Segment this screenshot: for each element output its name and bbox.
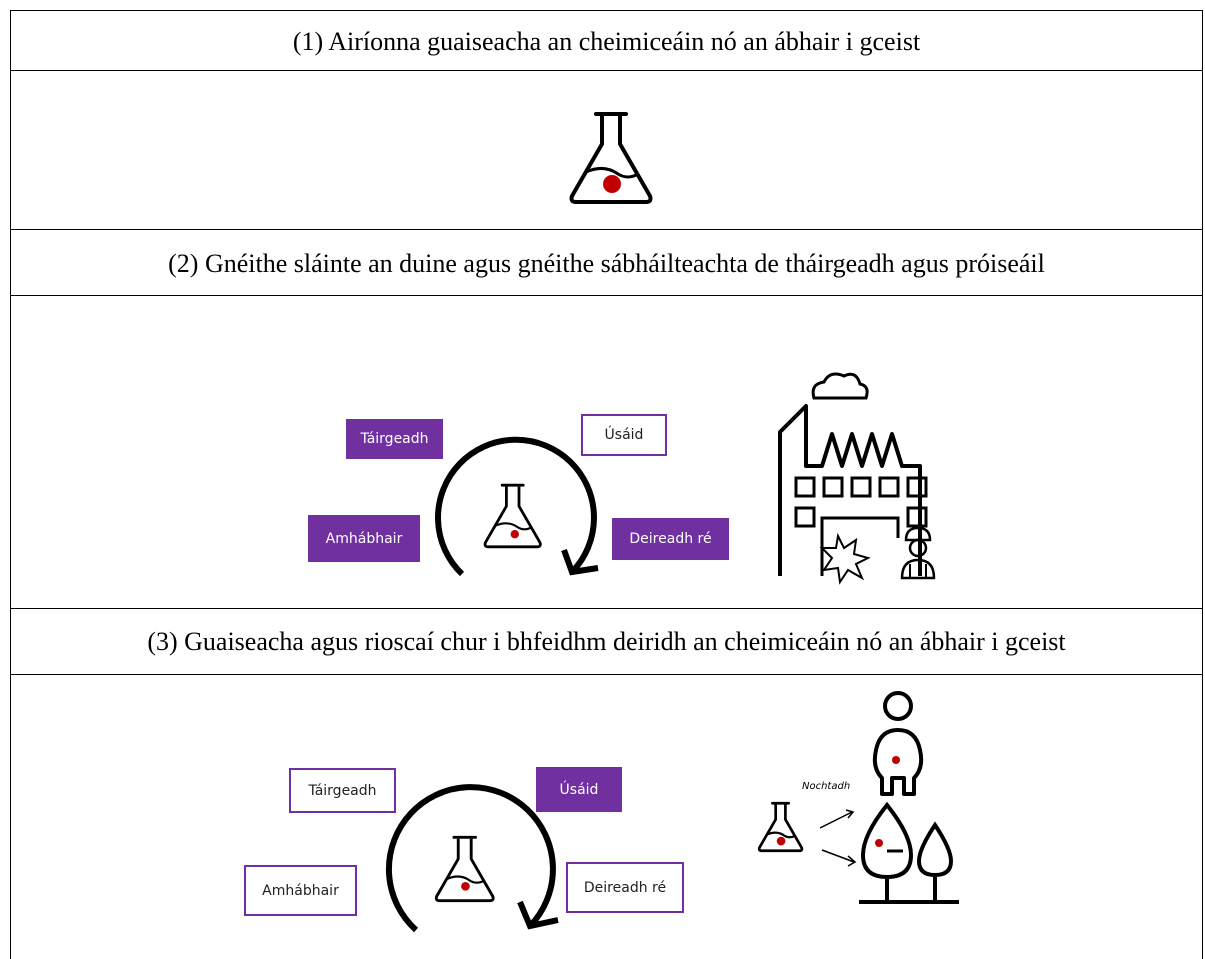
lifecycle-end-of-life-box: Deireadh ré (566, 862, 684, 913)
lifecycle-raw-materials-box: Amhábhair (244, 865, 357, 916)
factory-icon (778, 372, 936, 585)
cloud-icon (811, 372, 869, 400)
flask-icon (483, 483, 542, 549)
flask-icon (757, 801, 804, 853)
row-divider (10, 295, 1203, 296)
row-divider (10, 229, 1203, 230)
exposure-arrows (819, 809, 857, 867)
lifecycle-arrow (385, 784, 559, 933)
person-icon (872, 691, 924, 796)
lifecycle-production-box: Táirgeadh (289, 768, 396, 813)
lifecycle-raw-materials-box: Amhábhair (308, 515, 420, 562)
row-1-heading: (1) Airíonna guaiseacha an cheimiceáin n… (292, 27, 921, 56)
row-divider (10, 608, 1203, 609)
lifecycle-end-of-life-box: Deireadh ré (612, 518, 729, 560)
tree-icon (859, 801, 959, 904)
lifecycle-production-box: Táirgeadh (346, 419, 443, 459)
flask-icon (569, 112, 653, 204)
row-3-heading: (3) Guaiseacha agus rioscaí chur i bhfei… (147, 627, 1066, 656)
row-2-heading: (2) Gnéithe sláinte an duine agus gnéith… (168, 249, 1045, 278)
table-frame (10, 10, 1203, 959)
flask-icon (434, 835, 495, 903)
row-divider (10, 674, 1203, 675)
lifecycle-arrow (435, 436, 599, 577)
row-divider (10, 70, 1203, 71)
exposure-label: Nochtadh (802, 781, 851, 792)
worker-icon (900, 526, 936, 580)
explosion-icon (819, 532, 871, 585)
lifecycle-use-box: Úsáid (536, 767, 622, 812)
lifecycle-use-box: Úsáid (581, 414, 667, 456)
